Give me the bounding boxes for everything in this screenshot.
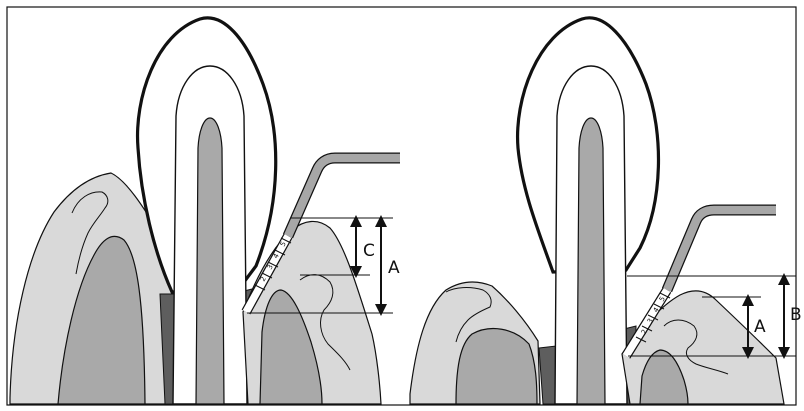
right-panel-pulp [577,118,605,404]
right-panel-left-bone [456,329,537,404]
left-panel-pulp [196,118,224,404]
right-panel-label-a: A [754,317,766,337]
right-panel-label-b: B [790,305,802,325]
left-panel-label-a: A [388,258,400,278]
left-panel-label-c: C [363,241,375,261]
